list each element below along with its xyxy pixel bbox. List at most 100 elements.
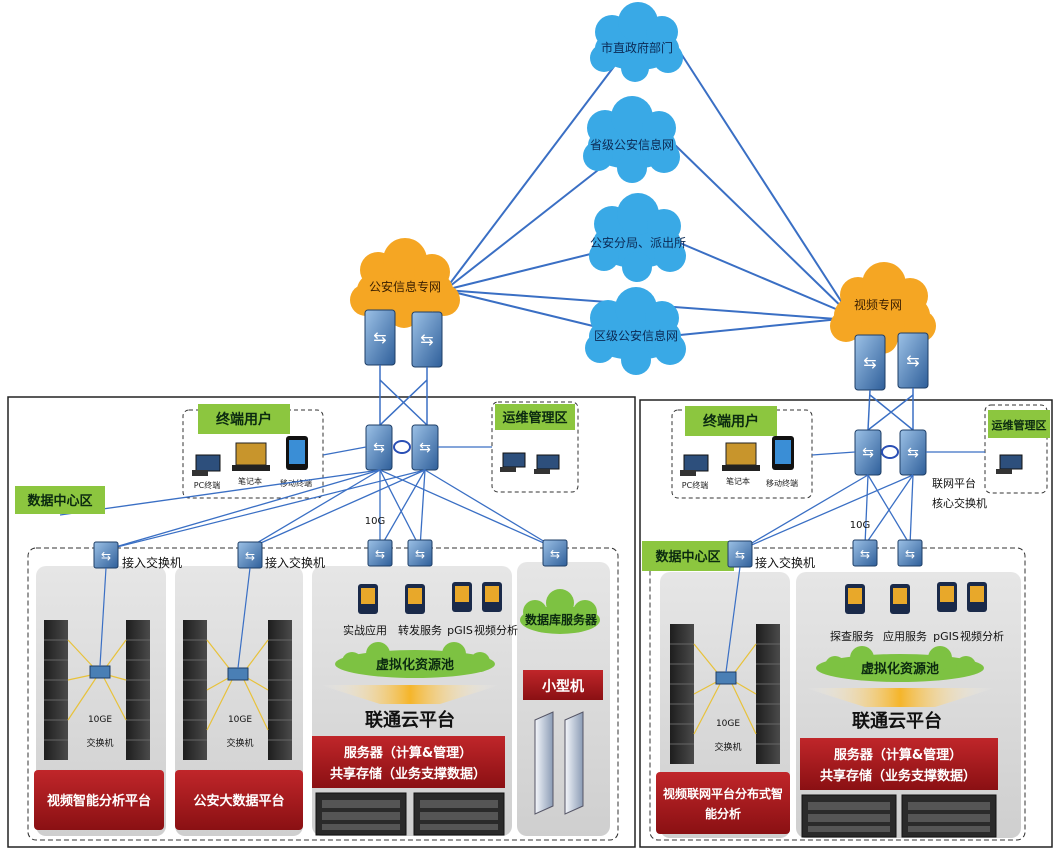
right-server-line2: 共享存储（业务支撑数据） [820,768,976,784]
left-virt-pool: 虚拟化资源池 [376,657,454,673]
right-server-label-bg [800,738,998,790]
svg-text:⇆: ⇆ [420,330,433,349]
right-access-switch-label: 接入交换机 [755,555,815,570]
right-server-line1: 服务器（计算&管理） [834,747,962,763]
right-area-frame [639,399,1053,848]
left-service-icons [358,582,502,614]
right-terminal-label: 终端用户 [703,413,759,430]
cloud-label-shipin: 视频专网 [854,297,902,312]
left-svc-2: 转发服务 [398,623,442,637]
left-terminal-label-bg [198,404,290,434]
left-cloud-switches: ⇆ ⇆ ⇆ [367,539,568,567]
right-core-fanout [739,451,985,551]
right-svc-3: pGIS [933,630,959,643]
left-access-switch-2-label: 接入交换机 [265,555,325,570]
left-10ge-c: 10GE [228,715,252,725]
right-virt-fan [805,688,995,707]
left-access-switch-2-icon: ⇆ [237,541,263,569]
svg-text:⇆: ⇆ [415,547,425,561]
left-dc-label-bg [15,486,105,514]
left-area-frame [7,396,636,848]
right-device-pc: PC终端 [682,480,708,490]
svg-text:⇆: ⇆ [907,445,919,461]
left-svc-3: pGIS [447,624,473,637]
right-dc-label: 数据中心区 [655,549,720,565]
svg-text:⇆: ⇆ [101,549,111,563]
right-racks-video [670,566,780,764]
right-svc-4: 视频分析 [960,629,1004,643]
left-10g-label: 10G [365,516,385,527]
left-ops-pc-icons [500,452,560,474]
cloud-shizheng: 市直政府部门 [590,2,683,82]
svg-text:⇆: ⇆ [375,547,385,561]
right-core-switches: ⇆ ⇆ [854,429,927,476]
right-virt-pool-shape [816,646,984,682]
cloud-quji: 区级公安信息网 [585,287,686,375]
right-laptop-icon [722,442,760,471]
left-cloud-platform: 联通云平台 [365,709,455,731]
left-core-links [379,365,428,426]
left-dc-label: 数据中心区 [27,493,92,509]
svg-text:⇆: ⇆ [905,547,915,561]
svg-text:⇆: ⇆ [245,549,255,563]
cloud-label-quji: 区级公安信息网 [594,328,678,343]
right-10ge-b: 交换机 [714,741,741,753]
left-device-laptop: 笔记本 [238,476,262,486]
svg-text:⇆: ⇆ [373,440,385,456]
svg-text:⇆: ⇆ [735,548,745,562]
right-10g-label: 10G [850,520,870,531]
right-device-laptop: 笔记本 [726,476,750,486]
right-cloud-switches: ⇆ ⇆ [852,539,923,567]
left-server-chassis [315,792,505,836]
right-10ge-a: 10GE [716,719,740,729]
right-platform-line1: 视频联网平台分布式智 [663,786,783,801]
left-dc-frame [27,547,619,841]
right-ops-pc-icon [996,454,1023,474]
left-10ge-a: 10GE [88,715,112,725]
left-ops-box [491,401,579,493]
right-service-icons [845,582,987,614]
right-ops-label-bg [988,410,1050,438]
right-core-switch-1: 联网平台 [932,476,976,490]
svg-text:⇆: ⇆ [419,440,431,456]
left-svc-4: 视频分析 [474,623,518,637]
left-platform-video-bg [34,770,164,830]
right-pc-icon [680,454,709,476]
left-pc-icon [192,454,221,476]
right-virt-pool: 虚拟化资源池 [861,661,939,677]
right-device-mobile: 移动终端 [766,478,798,488]
left-core-switches: ⇆ ⇆ [365,424,439,471]
svg-text:⇆: ⇆ [550,547,560,561]
left-svc-1: 实战应用 [343,623,387,637]
right-ops-box [984,404,1048,494]
left-device-mobile: 移动终端 [280,478,312,488]
right-svc-2: 应用服务 [883,629,927,643]
right-core-switch-2: 核心交换机 [932,496,987,510]
cloud-shengji: 省级公安信息网 [583,96,680,183]
left-laptop-icon [232,442,270,471]
left-ops-label-bg [495,404,575,430]
db-server-cloud [520,589,600,634]
cloud-fenju: 公安分局、派出所 [589,193,686,282]
cloud-label-shengji: 省级公安信息网 [590,137,674,152]
left-racks-bigdata [183,567,292,760]
right-server-chassis [801,794,997,838]
left-10ge-b: 交换机 [86,737,113,749]
left-server-line2: 共享存储（业务支撑数据） [330,766,486,782]
right-ops-label: 运维管理区 [992,418,1047,432]
left-10ge-d: 交换机 [226,737,253,749]
svg-text:⇆: ⇆ [906,351,919,370]
db-server-label: 数据库服务器 [525,612,598,627]
left-ops-label: 运维管理区 [502,410,567,426]
svg-text:⇆: ⇆ [860,547,870,561]
right-dc-frame [649,547,1026,841]
left-access-switch-1-label: 接入交换机 [122,555,182,570]
left-access-switch-1-icon: ⇆ [93,541,119,569]
right-svc-1: 探查服务 [830,629,874,643]
svg-text:⇆: ⇆ [373,328,386,347]
right-cloud-platform: 联通云平台 [852,710,942,732]
svg-text:⇆: ⇆ [863,353,876,372]
cloud-label-shizheng: 市直政府部门 [601,40,673,55]
right-platform-bg [656,772,790,834]
